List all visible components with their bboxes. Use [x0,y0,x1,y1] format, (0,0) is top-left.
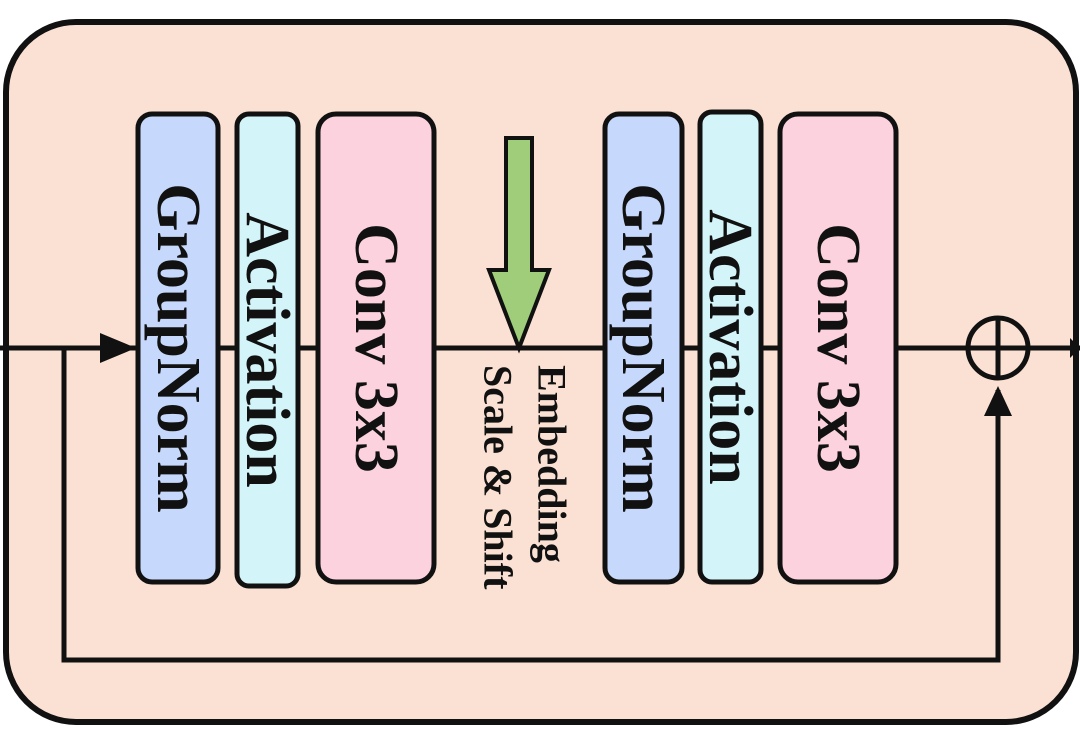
block-activation-2: Activation [696,109,764,585]
output-arrowhead [1070,338,1080,358]
input-arrowhead [100,333,136,363]
block-conv-1: Conv 3x3 [315,111,437,585]
block-groupnorm-2-label: GroupNorm [609,183,677,513]
skip-connection-line [61,348,1001,663]
block-groupnorm-1-label: GroupNorm [144,183,212,513]
block-activation-1: Activation [233,111,301,589]
block-groupnorm-1: GroupNorm [135,111,221,585]
block-conv-2: Conv 3x3 [777,111,899,585]
block-conv-2-label: Conv 3x3 [804,223,872,473]
block-conv-1-label: Conv 3x3 [342,223,410,473]
embedding-down-arrow-icon [486,136,552,354]
plus-circle-icon [965,315,1031,381]
block-activation-2-label: Activation [696,209,764,485]
embedding-label-line2: Scale & Shift [476,365,521,590]
skip-arrowhead [984,386,1012,416]
embedding-label-line1: Embedding [530,365,575,563]
block-groupnorm-2: GroupNorm [602,111,685,585]
block-activation-1-label: Activation [233,212,301,488]
